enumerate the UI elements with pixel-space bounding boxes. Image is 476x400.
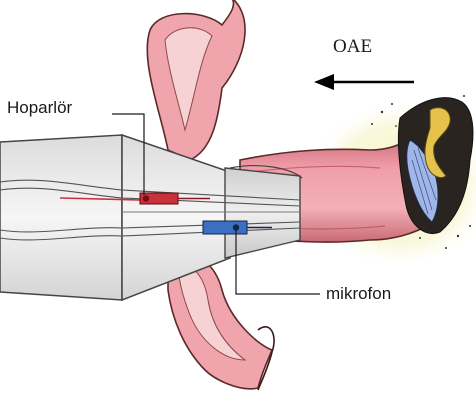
speaker-label: Hoparlör: [7, 98, 72, 118]
oae-label: OAE: [333, 36, 372, 58]
microphone-component: [203, 221, 247, 234]
speaker-dot: [143, 195, 149, 201]
probe-body: [0, 135, 122, 300]
oae-direction-arrow: [314, 74, 414, 90]
microphone-label: mikrofon: [326, 284, 391, 304]
